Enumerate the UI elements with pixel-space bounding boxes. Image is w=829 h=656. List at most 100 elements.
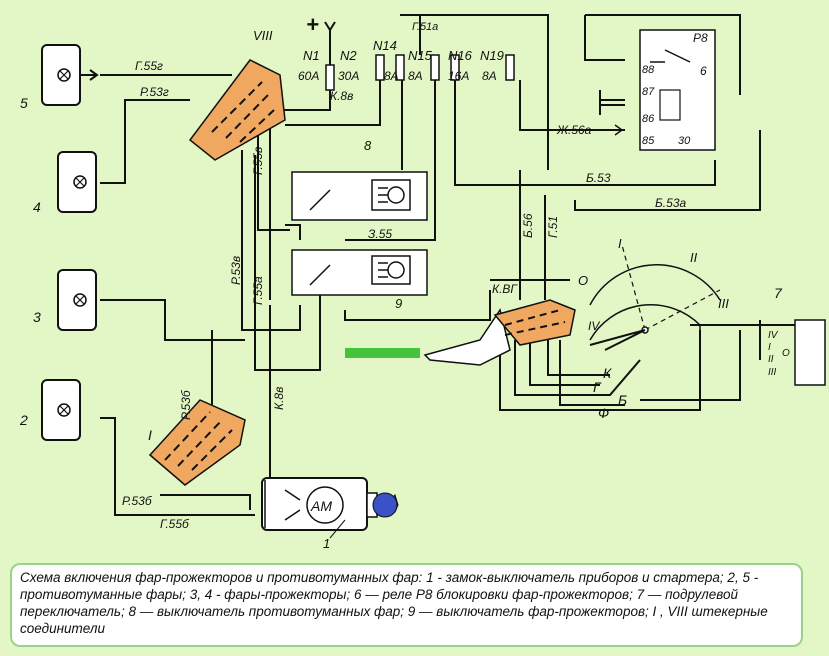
stalk-rod xyxy=(345,348,420,358)
diagram-caption: Схема включения фар-прожекторов и против… xyxy=(10,563,803,647)
lamp-3 xyxy=(57,269,97,331)
stalk-pos-iii: III xyxy=(718,296,729,311)
svg-text:Р.53б: Р.53б xyxy=(179,389,193,420)
svg-text:16A: 16A xyxy=(448,69,469,83)
svg-text:Г.51: Г.51 xyxy=(546,216,560,238)
wire-b56: Б.56 xyxy=(521,213,535,238)
svg-text:Ж.56а: Ж.56а xyxy=(556,123,592,137)
fuse-rating-16: 16A xyxy=(448,69,469,83)
lamp-label-2: 2 xyxy=(19,412,28,428)
relay-pin-30: 30 xyxy=(678,135,691,147)
svg-text:P8: P8 xyxy=(693,31,708,45)
wire-b53: Б.53 xyxy=(586,171,611,185)
svg-text:К.8в: К.8в xyxy=(272,387,286,410)
svg-text:N16: N16 xyxy=(448,48,473,63)
lamp-label-4: 4 xyxy=(33,199,41,215)
svg-text:6: 6 xyxy=(700,64,707,78)
svg-text:К: К xyxy=(603,365,612,381)
svg-text:85: 85 xyxy=(642,135,655,147)
svg-text:IV: IV xyxy=(588,319,600,333)
fuse-rating-19: 8A xyxy=(482,69,497,83)
svg-text:8A: 8A xyxy=(384,69,399,83)
svg-text:N15: N15 xyxy=(408,48,433,63)
headlamp-switch-9: 9 xyxy=(291,249,428,311)
fuse-id-2: N2 xyxy=(340,48,357,63)
svg-text:AM: AM xyxy=(310,498,332,514)
wire-g55b: Г.55б xyxy=(160,517,190,531)
svg-text:O: O xyxy=(782,348,790,359)
svg-text:30A: 30A xyxy=(338,69,359,83)
wire-g55g: Г.55г xyxy=(135,59,163,73)
fuse-id-19: N19 xyxy=(480,48,504,63)
fuse-id-14: N14 xyxy=(373,38,397,53)
svg-text:Г: Г xyxy=(593,379,602,395)
wire-r53b-v: Р.53б xyxy=(179,389,193,420)
fuse-id-15: N15 xyxy=(408,48,433,63)
stalk-wire-b: Б xyxy=(618,392,627,408)
stalk-connector-pins xyxy=(504,309,566,336)
svg-text:Р.53в: Р.53в xyxy=(229,256,243,285)
svg-text:86: 86 xyxy=(642,113,655,125)
svg-text:З.55: З.55 xyxy=(368,227,392,241)
svg-text:N14: N14 xyxy=(373,38,397,53)
wire-r53v: Р.53в xyxy=(229,256,243,285)
stalk-pos-ii: II xyxy=(690,250,698,265)
stalk-number: 7 xyxy=(774,285,783,301)
wiring-diagram: N1 60A N2 30A N14 8A N15 8A N16 16A N19 … xyxy=(19,12,826,551)
wire-kvg: К.ВГ xyxy=(492,282,518,296)
wire-k8v-fuse: К.8в xyxy=(330,89,353,103)
connector-i-label: I xyxy=(148,427,152,443)
fog-switch-number: 8 xyxy=(364,138,372,153)
svg-text:Ф: Ф xyxy=(598,405,609,421)
fog-switch-8: 8 xyxy=(291,138,428,221)
fuse-rating-15: 8A xyxy=(408,69,423,83)
relay-pin-86: 86 xyxy=(642,113,655,125)
svg-text:Р.53б: Р.53б xyxy=(122,494,153,508)
connector-viii: VIII xyxy=(188,28,286,161)
plus-sign: + xyxy=(306,12,319,37)
wire-k8v: К.8в xyxy=(272,387,286,410)
stalk-wire-f: Ф xyxy=(598,405,609,421)
svg-text:7: 7 xyxy=(774,285,783,301)
lamp-label-5: 5 xyxy=(20,95,28,111)
wire-zh56a: Ж.56а xyxy=(556,123,592,137)
svg-text:9: 9 xyxy=(395,296,402,311)
stalk-term-i: I xyxy=(768,342,771,353)
relay-pin-85: 85 xyxy=(642,135,655,147)
svg-text:2: 2 xyxy=(19,412,28,428)
svg-text:III: III xyxy=(768,367,777,378)
wire-labels: Г.55г Р.53г Г.55в Р.53в Г.55а К.8в К.8в … xyxy=(122,21,686,531)
svg-text:8A: 8A xyxy=(408,69,423,83)
svg-text:Г.55г: Г.55г xyxy=(135,59,163,73)
headlamp-switch-number: 9 xyxy=(395,296,402,311)
relay-number: 6 xyxy=(700,64,707,78)
stalk-term-iv: IV xyxy=(768,330,779,341)
svg-text:К.8в: К.8в xyxy=(330,89,353,103)
stalk-switch-7: I II III IV O IV I O II III 7 К Г Б Ф xyxy=(578,236,826,421)
wire-z55: З.55 xyxy=(368,227,392,241)
svg-text:Г.51а: Г.51а xyxy=(412,21,438,33)
stalk-term-o: O xyxy=(782,348,790,359)
svg-text:II: II xyxy=(690,250,698,265)
stalk-wire-k: К xyxy=(603,365,612,381)
svg-text:30: 30 xyxy=(678,135,691,147)
svg-text:II: II xyxy=(768,354,774,365)
svg-text:I: I xyxy=(768,342,771,353)
svg-text:N19: N19 xyxy=(480,48,504,63)
svg-text:III: III xyxy=(718,296,729,311)
svg-text:8: 8 xyxy=(364,138,372,153)
stalk-term-ii: II xyxy=(768,354,774,365)
fuse-rating-14: 8A xyxy=(384,69,399,83)
wire-g51a: Г.51а xyxy=(412,21,438,33)
svg-text:87: 87 xyxy=(642,86,655,98)
wire-r53b-h: Р.53б xyxy=(122,494,153,508)
svg-text:I: I xyxy=(148,427,152,443)
relay-pin-88: 88 xyxy=(642,64,655,76)
svg-text:N2: N2 xyxy=(340,48,357,63)
lamp-5 xyxy=(41,44,99,106)
svg-text:Г.55в: Г.55в xyxy=(251,147,265,175)
stalk-pos-o: O xyxy=(578,273,588,288)
relay-p8: P8 6 88 87 86 85 30 xyxy=(599,29,716,151)
fuse-rating-2: 30A xyxy=(338,69,359,83)
wire-g51: Г.51 xyxy=(546,216,560,238)
